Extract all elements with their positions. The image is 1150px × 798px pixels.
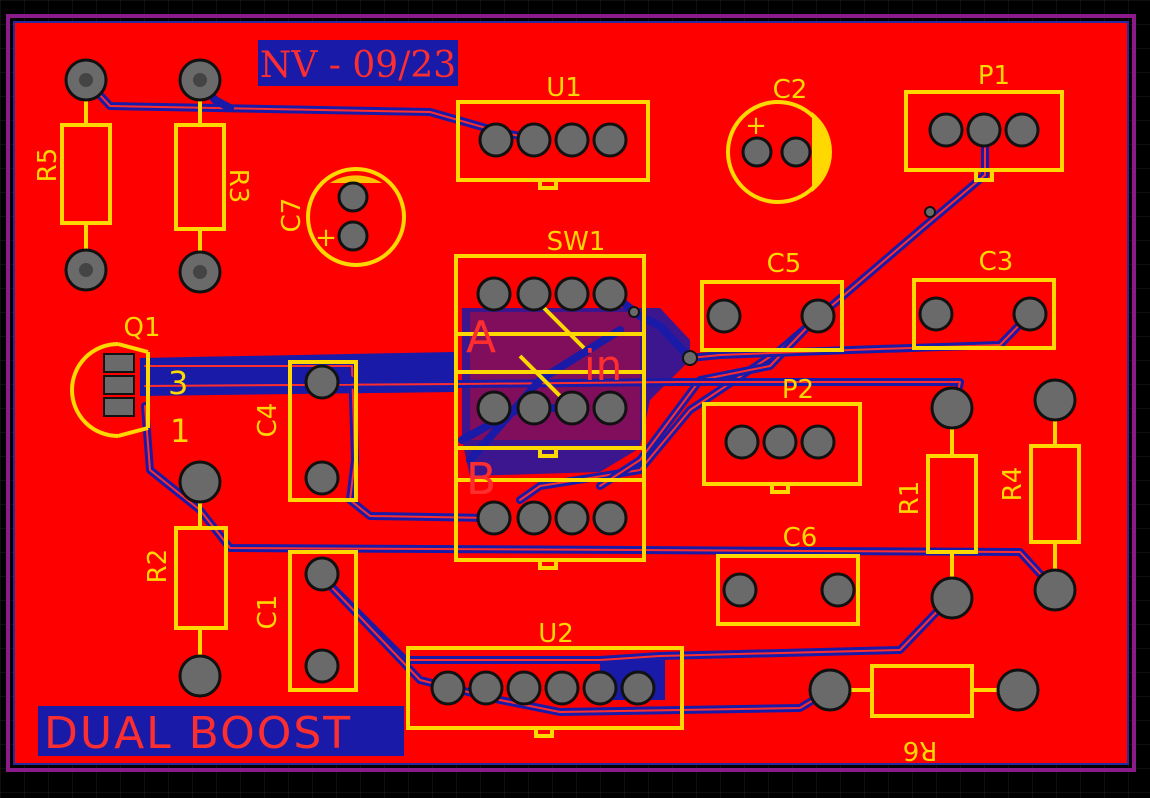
capacitor-c7[interactable]: + C7 [277,167,406,267]
board-name: DUAL BOOST [44,708,352,759]
resistor-r6[interactable]: R6 [808,664,1040,765]
label-u1: U1 [546,73,582,103]
label-r5: R5 [33,148,63,183]
board-outline [6,14,1136,772]
ic-u2[interactable]: U2 [406,619,684,738]
label-q1-pin3: 3 [168,364,188,402]
capacitor-c5[interactable]: C5 [700,249,844,352]
plus-c7: + [315,223,337,253]
label-u2: U2 [538,619,574,649]
label-c6: C6 [783,523,818,553]
capacitor-c2[interactable]: + C2 [726,75,832,204]
board-name-block [38,706,404,756]
label-c5: C5 [767,249,802,279]
connector-p1[interactable]: P1 [904,61,1064,182]
label-c2: C2 [773,75,808,105]
label-sw-b: B [466,454,496,505]
label-r4: R4 [998,467,1028,502]
resistor-r2[interactable]: R2 [143,460,228,698]
capacitor-c3[interactable]: C3 [912,247,1056,350]
label-q1-pin1: 1 [170,412,190,450]
label-r6: R6 [903,735,938,765]
label-sw-a: A [466,312,496,363]
label-r1: R1 [895,481,925,516]
ic-u1[interactable]: U1 [456,73,650,190]
label-sw1: SW1 [547,227,606,257]
vias [628,206,936,366]
label-p2: P2 [782,375,814,405]
resistor-r1[interactable]: R1 [895,386,978,620]
label-r3: R3 [223,169,253,204]
capacitor-c4[interactable]: C4 [253,360,358,502]
switch-sw1[interactable]: SW1 A B in [454,227,646,570]
resistor-r5[interactable]: R5 [33,58,112,292]
title-text: NV - 09/23 [260,45,456,86]
resistor-r3[interactable]: R3 [174,58,253,294]
connector-p2[interactable]: P2 [702,375,862,494]
label-c1: C1 [253,595,283,630]
transistor-q1[interactable]: Q1 3 1 [70,313,190,450]
title-block [258,40,458,86]
resistor-r4[interactable]: R4 [998,378,1081,612]
label-c7: C7 [277,198,307,233]
capacitor-c6[interactable]: C6 [716,523,860,626]
label-r2: R2 [143,549,173,584]
label-q1: Q1 [123,313,160,343]
label-c4: C4 [253,403,283,438]
plus-c2: + [745,111,767,141]
capacitor-c1[interactable]: C1 [253,550,358,692]
label-sw-in: in [584,341,622,390]
label-p1: P1 [978,61,1010,91]
label-c3: C3 [979,247,1014,277]
